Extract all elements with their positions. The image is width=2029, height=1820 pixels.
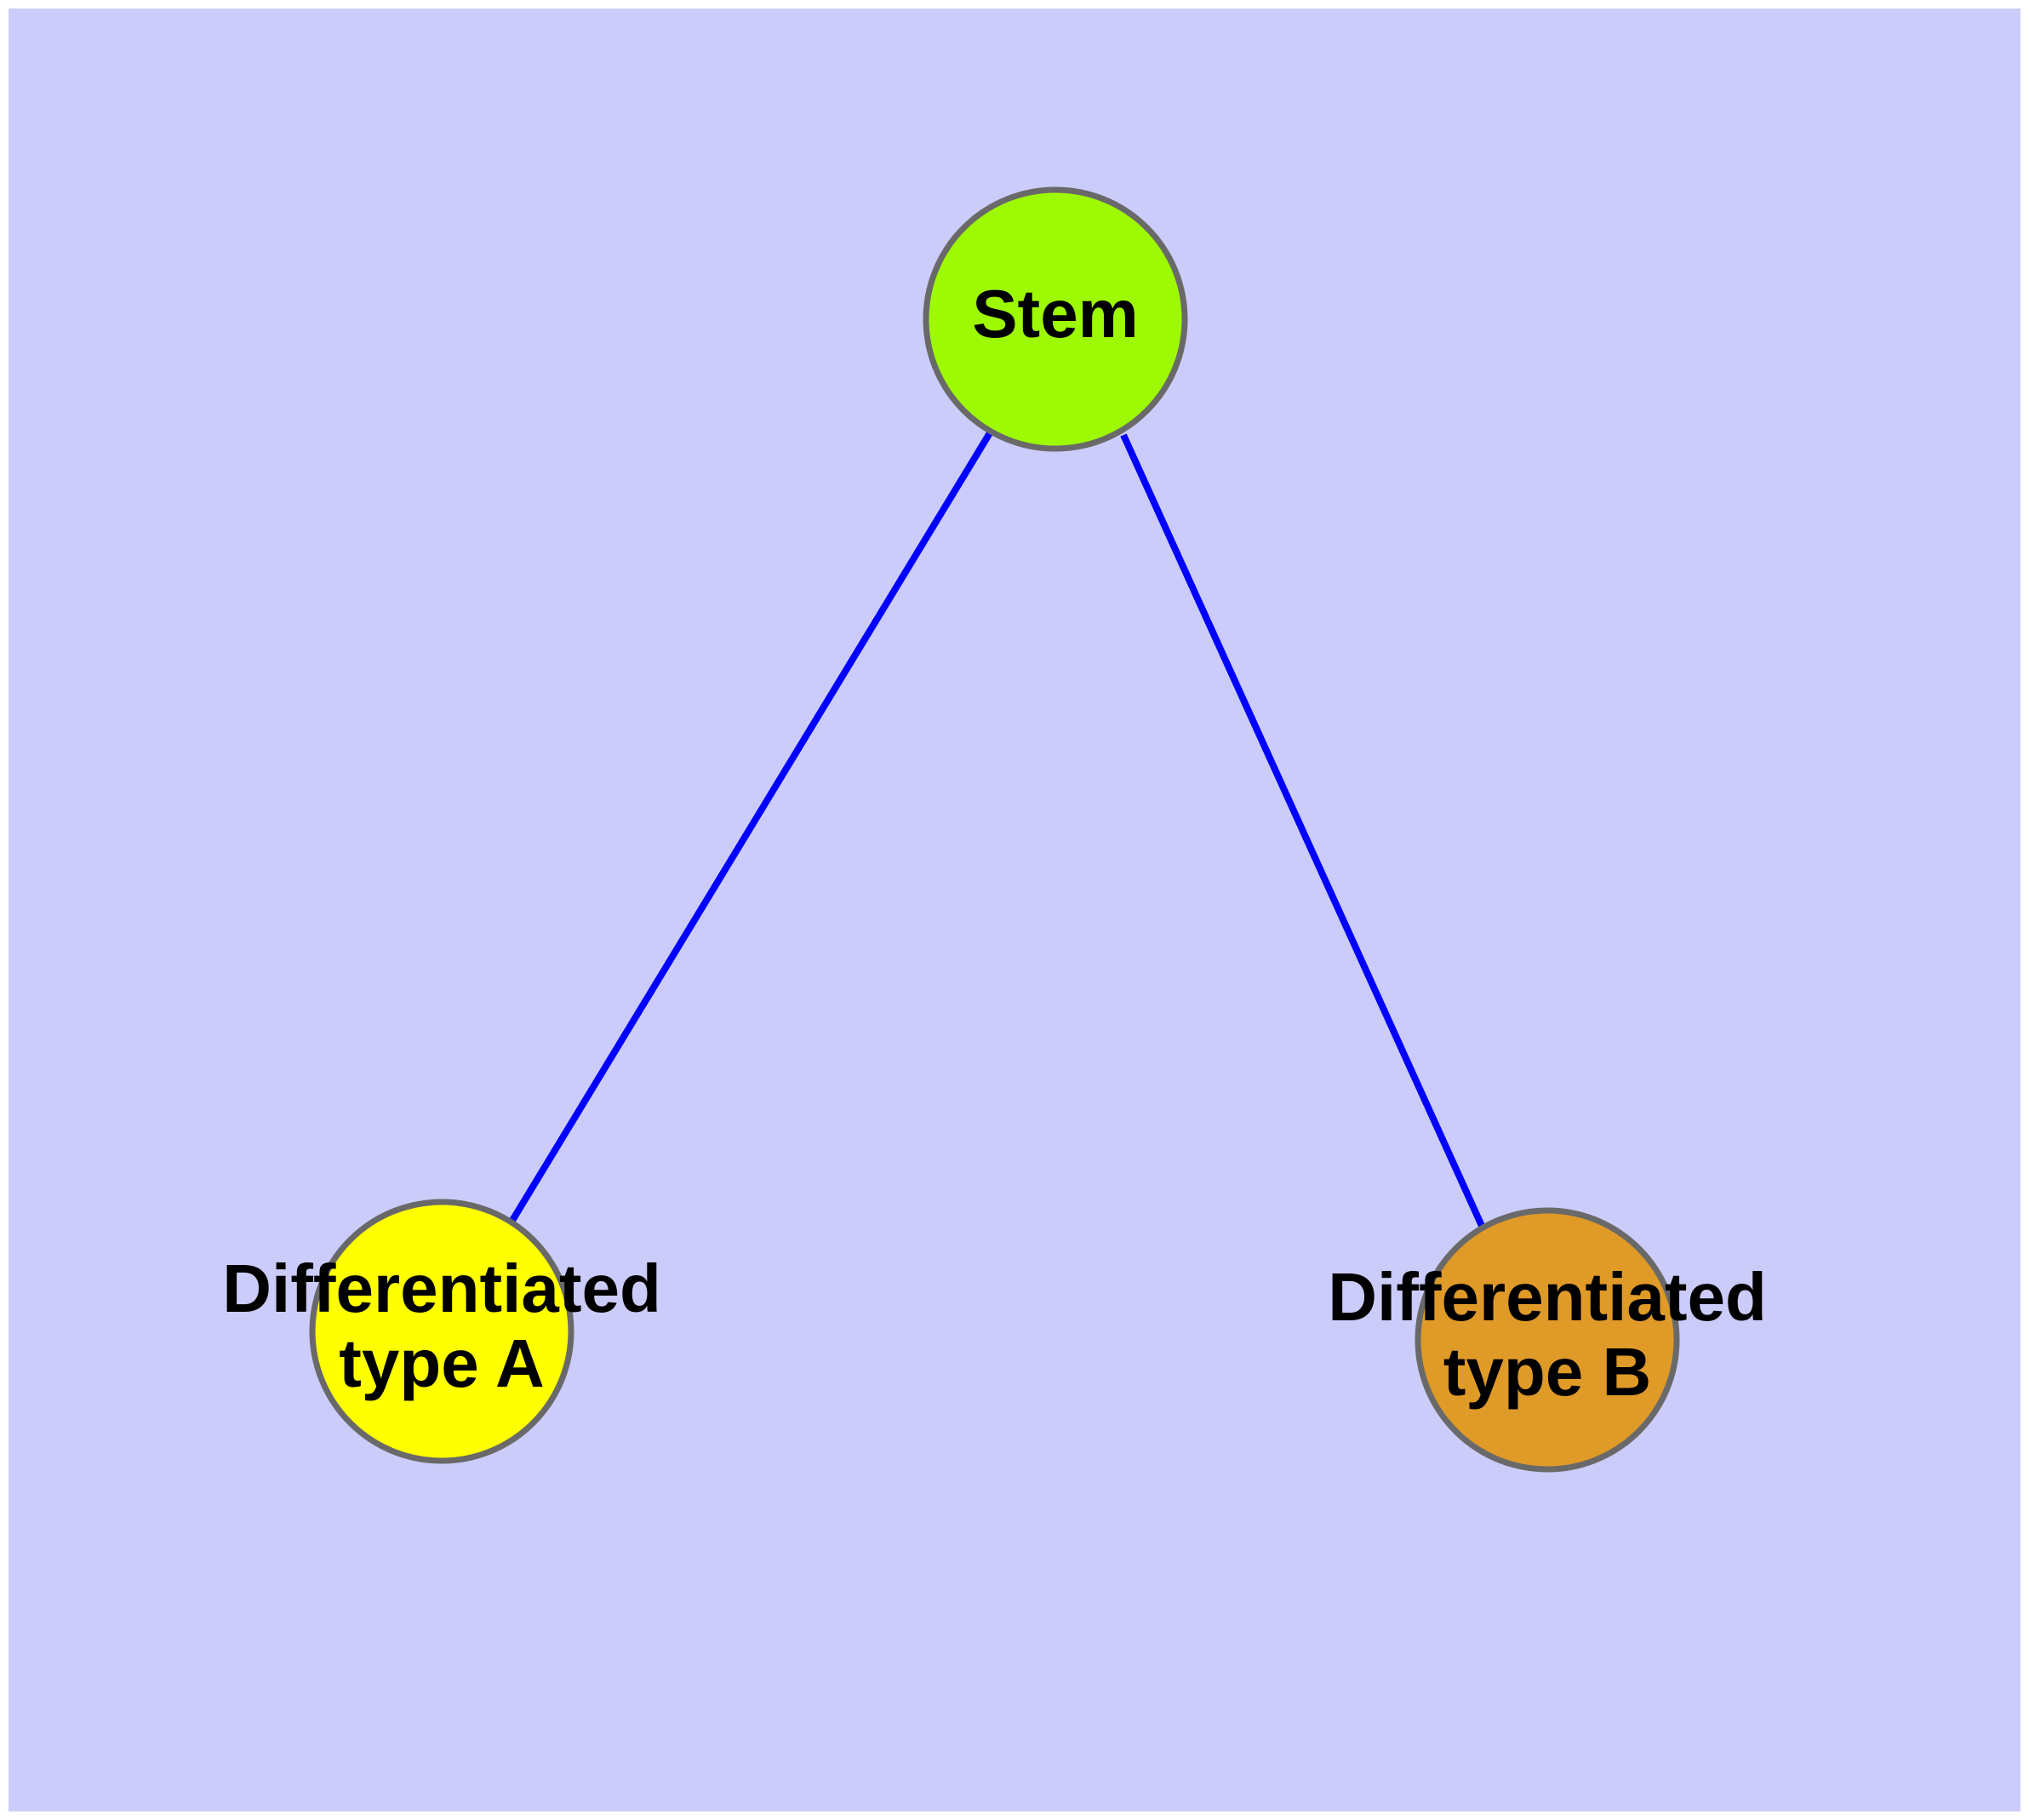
node-label-diff_b-line-1: Differentiated [1328, 1259, 1767, 1335]
node-circle-diff_b[interactable] [1415, 1207, 1680, 1473]
node-label-diff_a-line-2: type A [339, 1325, 545, 1401]
node-circle-diff_a[interactable] [309, 1199, 574, 1464]
graph-node-stem[interactable]: Stem [923, 186, 1188, 452]
node-label-diff_b-line-2: type B [1443, 1334, 1652, 1410]
graph-edge-stem-to-diff-a [507, 429, 994, 1226]
graph-edge-stem-to-diff-b [1120, 433, 1485, 1228]
node-circle-stem[interactable] [923, 186, 1188, 452]
node-label-diff_a-line-1: Differentiated [222, 1251, 661, 1326]
edges-layer [507, 429, 1485, 1228]
node-label-stem-line-1: Stem [972, 276, 1139, 352]
